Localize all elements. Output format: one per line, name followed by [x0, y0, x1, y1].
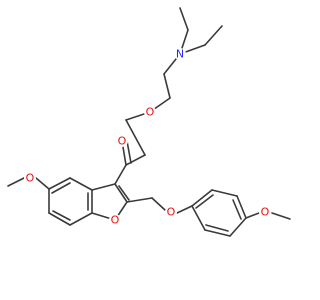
bond — [236, 195, 247, 219]
bond — [69, 177, 93, 191]
bond — [52, 210, 71, 221]
bond — [245, 212, 260, 219]
bond — [229, 217, 247, 237]
bond — [118, 185, 130, 201]
bond — [91, 183, 116, 191]
bond — [211, 189, 238, 197]
bond — [114, 164, 127, 185]
bond — [179, 7, 189, 31]
bond — [126, 197, 153, 203]
ester-ether-oxygen-label: O — [146, 106, 155, 119]
atom-label-layer: N O O O O O O — [24, 48, 271, 227]
bond — [232, 199, 242, 220]
bond — [48, 177, 71, 190]
bond — [7, 177, 25, 187]
bond — [204, 229, 231, 237]
bond — [51, 182, 71, 194]
bond — [114, 183, 128, 203]
bond — [191, 205, 206, 231]
bond-layer — [7, 7, 291, 237]
bond — [126, 140, 132, 164]
bond — [204, 25, 223, 46]
furan-oxygen-label: O — [111, 214, 120, 227]
bond — [176, 205, 193, 214]
bond — [191, 189, 213, 207]
nitrogen-atom-label: N — [176, 48, 184, 61]
bond — [125, 119, 146, 156]
bond — [195, 194, 214, 209]
bond — [69, 212, 93, 226]
bond — [163, 73, 171, 99]
bond — [125, 154, 146, 166]
bond — [151, 197, 166, 211]
bond — [48, 212, 71, 226]
bond — [271, 212, 291, 220]
methoxy-oxygen-right-label: O — [261, 206, 270, 219]
bond — [35, 177, 50, 190]
bond — [205, 224, 229, 232]
linker-ether-oxygen-label: O — [167, 206, 176, 219]
structure-drawing: N O O O O O O — [7, 7, 291, 237]
molecule-diagram: N O O O O O O — [7, 7, 291, 237]
carbonyl-oxygen-label: O — [118, 135, 127, 148]
methoxy-oxygen-left-label: O — [26, 172, 35, 185]
